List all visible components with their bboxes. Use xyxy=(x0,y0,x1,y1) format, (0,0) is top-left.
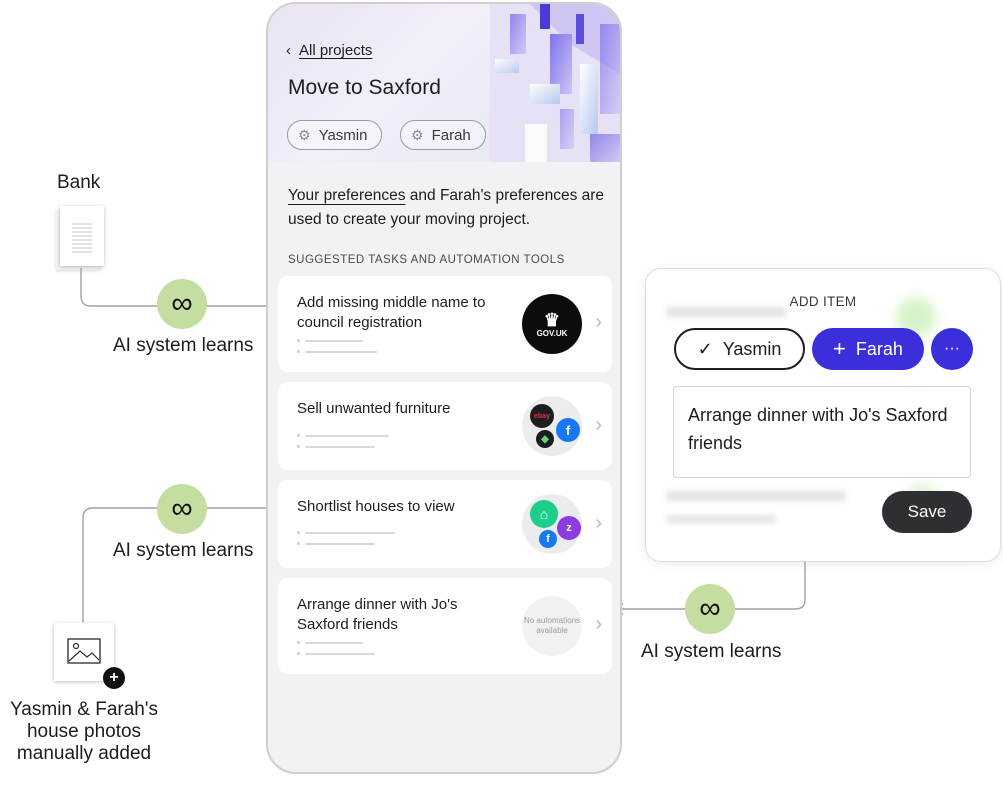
placeholder-line xyxy=(305,653,375,655)
placeholder-dot xyxy=(297,445,300,448)
placeholder-line xyxy=(305,340,363,342)
placeholder-line xyxy=(305,642,363,644)
bank-document-icon xyxy=(56,206,104,270)
item-text-input[interactable]: Arrange dinner with Jo's Saxford friends xyxy=(673,386,971,478)
back-link-label: All projects xyxy=(299,42,373,59)
no-automations-badge: No automations available xyxy=(522,596,582,656)
section-label: SUGGESTED TASKS AND AUTOMATION TOOLS xyxy=(288,254,565,266)
infinity-icon: ∞ xyxy=(157,484,207,534)
ebay-icon: ebay xyxy=(530,404,554,428)
blurred-background xyxy=(666,307,786,317)
save-button[interactable]: Save xyxy=(882,491,972,533)
blurred-background xyxy=(666,491,846,501)
facebook-icon: f xyxy=(539,530,557,548)
placeholder-dot xyxy=(297,531,300,534)
preferences-link[interactable]: Your preferences xyxy=(288,187,406,204)
task-card[interactable]: Add missing middle name to council regis… xyxy=(278,276,612,372)
home-app-icon: ⌂ xyxy=(530,500,558,528)
task-card[interactable]: Arrange dinner with Jo's Saxford friends… xyxy=(278,578,612,674)
preferences-intro: Your preferences and Farah's preferences… xyxy=(288,184,608,232)
gear-icon: ⚙ xyxy=(411,126,424,143)
automation-tools-icon: ebay f ◆ xyxy=(522,396,582,456)
blurred-background xyxy=(666,515,776,523)
gear-icon: ⚙ xyxy=(298,126,311,143)
chevron-left-icon: ‹ xyxy=(286,42,291,59)
chevron-right-icon: › xyxy=(595,512,602,534)
add-photo-plus-icon: + xyxy=(103,667,125,689)
assignee-label: Farah xyxy=(855,338,903,359)
task-title: Add missing middle name to council regis… xyxy=(297,294,486,331)
govuk-crown-icon: ♛GOV.UK xyxy=(522,294,582,354)
chevron-right-icon: › xyxy=(595,311,602,333)
placeholder-line xyxy=(305,532,395,534)
plus-icon: + xyxy=(833,336,846,361)
assignee-label: Yasmin xyxy=(722,338,782,359)
placeholder-dot xyxy=(297,641,300,644)
assignee-farah-button[interactable]: + Farah xyxy=(812,328,924,370)
panel-connector xyxy=(611,562,806,616)
automation-tools-icon: ⌂ z f xyxy=(522,494,582,554)
assignee-yasmin-button[interactable]: ✓ Yasmin xyxy=(674,328,805,370)
hero-artwork xyxy=(490,4,620,162)
placeholder-dot xyxy=(297,339,300,342)
zoopla-icon: z xyxy=(557,516,581,540)
placeholder-line xyxy=(305,543,375,545)
phone-mockup: ‹ All projects Move to Saxford ⚙ Yasmin ⚙… xyxy=(266,2,622,774)
task-card[interactable]: Sell unwanted furniture ebay f ◆ › xyxy=(278,382,612,470)
project-title: Move to Saxford xyxy=(288,76,441,99)
ai-learns-label-1: AI system learns xyxy=(113,335,254,356)
add-item-title: ADD ITEM xyxy=(789,294,857,309)
ai-learns-label-3: AI system learns xyxy=(641,641,782,662)
add-item-panel: ADD ITEM ✓ Yasmin + Farah ··· Arrange di… xyxy=(645,268,1001,562)
placeholder-line xyxy=(305,435,389,437)
chip-farah[interactable]: ⚙ Farah xyxy=(400,120,486,150)
bank-label: Bank xyxy=(57,172,101,193)
photos-caption: Yasmin & Farah's house photos manually a… xyxy=(10,699,158,764)
back-link[interactable]: ‹ All projects xyxy=(286,42,372,59)
task-title: Sell unwanted furniture xyxy=(297,400,451,417)
infinity-icon: ∞ xyxy=(157,279,207,329)
govuk-label: GOV.UK xyxy=(536,328,568,338)
more-options-button[interactable]: ··· xyxy=(931,328,973,370)
placeholder-dot xyxy=(297,350,300,353)
placeholder-dot xyxy=(297,652,300,655)
placeholder-dot xyxy=(297,542,300,545)
infinity-icon: ∞ xyxy=(685,584,735,634)
placeholder-dot xyxy=(297,434,300,437)
project-header: ‹ All projects Move to Saxford ⚙ Yasmin ⚙… xyxy=(268,4,620,162)
chip-yasmin[interactable]: ⚙ Yasmin xyxy=(287,120,383,150)
facebook-icon: f xyxy=(556,418,580,442)
chip-label: Yasmin xyxy=(318,126,368,144)
placeholder-line xyxy=(305,351,377,353)
ai-learns-label-2: AI system learns xyxy=(113,540,254,561)
chevron-right-icon: › xyxy=(595,414,602,436)
task-title: Arrange dinner with Jo's Saxford friends xyxy=(297,596,458,633)
chevron-right-icon: › xyxy=(595,613,602,635)
photos-connector xyxy=(82,501,279,622)
chip-label: Farah xyxy=(431,126,471,144)
check-icon: ✓ xyxy=(697,338,713,359)
intro-text: and Farah's preferences are used to crea… xyxy=(288,187,605,228)
gumtree-icon: ◆ xyxy=(536,430,554,448)
placeholder-line xyxy=(305,446,375,448)
bank-connector xyxy=(80,268,279,313)
task-title: Shortlist houses to view xyxy=(297,498,455,515)
task-card[interactable]: Shortlist houses to view ⌂ z f › xyxy=(278,480,612,568)
